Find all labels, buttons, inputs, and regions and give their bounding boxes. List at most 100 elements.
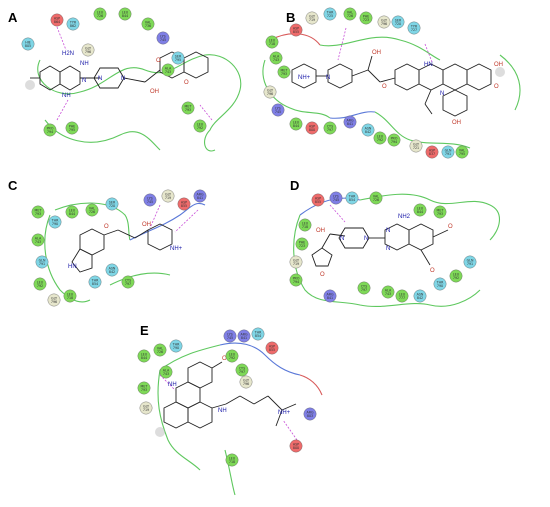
residue-number: 726: [89, 210, 95, 214]
ligand-bond: [379, 77, 396, 83]
residue-circle: [329, 191, 343, 205]
residue-number: 719: [293, 262, 299, 266]
residue-number: 719: [309, 18, 315, 22]
ligand-bond: [211, 361, 223, 369]
residue-number: 791: [467, 262, 473, 266]
residue-number: 736: [145, 24, 151, 28]
residue-circle: [323, 289, 337, 303]
residue-circle: [377, 15, 391, 29]
pocket-outline: [499, 54, 521, 111]
residue-number: 792: [37, 284, 43, 288]
residue-number: 791: [39, 262, 45, 266]
residue-number: 795: [69, 128, 75, 132]
residue-circle: [88, 275, 102, 289]
residue-number: 842: [109, 270, 115, 274]
residue-number: 718: [269, 42, 275, 46]
solvent-exposure: [155, 427, 165, 437]
solvent-exposure: [495, 67, 505, 77]
residue-name: PHE: [299, 241, 306, 245]
residue-circle: [449, 269, 463, 283]
residue-circle: [169, 339, 183, 353]
residue-name: LYS: [333, 195, 339, 199]
residue-number: 745: [275, 110, 281, 114]
residue-circle: [93, 7, 107, 21]
residue-circle: [289, 273, 303, 287]
residue-circle: [298, 218, 312, 232]
residue-name: VAL: [145, 21, 151, 25]
residue-number: 855: [269, 348, 275, 352]
residue-circle: [295, 237, 309, 251]
ligand-atom: N: [386, 228, 390, 234]
residue-circle: [263, 85, 277, 99]
residue-number: 743: [35, 240, 41, 244]
pocket-outline: [219, 342, 301, 376]
residue-name: ALA: [385, 289, 392, 293]
ligand-bond: [420, 249, 431, 266]
residue-circle: [359, 11, 373, 25]
residue-number: 837: [429, 152, 435, 156]
residue-number: 796: [267, 92, 273, 96]
residue-name: THR: [51, 219, 59, 223]
residue-name: ASN: [417, 293, 424, 297]
residue-number: 862: [70, 24, 76, 28]
residue-circle: [407, 21, 421, 35]
residue-number: 790: [173, 346, 179, 350]
residue-name: GLY: [51, 297, 58, 301]
residue-name: MET: [35, 209, 43, 213]
ligand-bond: [351, 69, 369, 77]
residue-name: ALA: [163, 369, 170, 373]
residue-name: GLN: [445, 149, 452, 153]
residue-number: 841: [241, 336, 247, 340]
residue-circle: [441, 145, 455, 159]
residue-number: 864: [54, 20, 60, 24]
residue-circle: [409, 139, 423, 153]
ligand-ring: [147, 223, 173, 251]
ligand-atom: N: [326, 75, 330, 81]
residue-name: TYR: [69, 21, 77, 25]
panel-label: A: [8, 10, 18, 25]
ligand-atom: O: [104, 224, 109, 230]
residue-number: 842: [365, 130, 371, 134]
residue-number: 718: [67, 296, 73, 300]
ligand-atom: NH+: [170, 246, 183, 252]
residue-name: PRO: [391, 137, 398, 141]
residue-name: GLY: [243, 379, 250, 383]
residue-circle: [85, 203, 99, 217]
residue-circle: [35, 255, 49, 269]
residue-circle: [65, 121, 79, 135]
residue-circle: [225, 453, 239, 467]
ligand-ring: [311, 247, 333, 267]
residue-circle: [121, 275, 135, 289]
ligand-atom: NH2: [398, 214, 411, 220]
residue-number: 726: [157, 350, 163, 354]
hbond-line: [149, 204, 161, 229]
residue-number: 854: [255, 334, 261, 338]
ligand-atom: OH: [150, 89, 159, 95]
ligand-ring: [442, 63, 468, 91]
pocket-outline: [329, 111, 376, 119]
ligand-atom: NH: [218, 408, 227, 414]
ligand-atom: N: [82, 78, 86, 84]
ligand-atom: NH: [80, 61, 89, 67]
residue-circle: [43, 123, 57, 137]
residue-name: ASP: [315, 197, 321, 201]
